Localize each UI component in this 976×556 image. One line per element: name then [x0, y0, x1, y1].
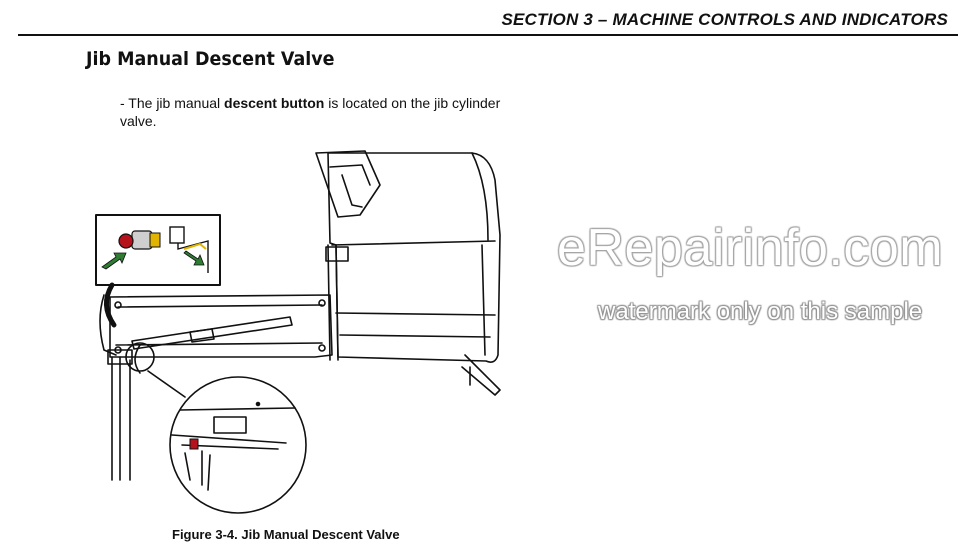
body-text-bold: descent button	[224, 95, 325, 111]
release-arrow-icon	[183, 250, 205, 266]
header-rule	[18, 34, 958, 36]
watermark-sub: watermark only on this sample	[598, 298, 923, 325]
valve-icon	[118, 230, 161, 250]
basket-frame	[327, 152, 501, 363]
zoom-circle	[169, 376, 307, 514]
jib-boom	[109, 294, 333, 358]
lever-icon	[169, 226, 209, 273]
control-console	[315, 150, 381, 218]
jib-diagram	[95, 150, 501, 514]
watermark-main: eRepairinfo.com	[557, 219, 944, 277]
section-header: SECTION 3 – MACHINE CONTROLS AND INDICAT…	[501, 10, 948, 29]
figure-caption: Figure 3-4. Jib Manual Descent Valve	[172, 527, 400, 542]
page-title: Jib Manual Descent Valve	[86, 48, 335, 70]
body-text: - The jib manual descent button is locat…	[120, 94, 530, 130]
jib-cylinder	[131, 316, 293, 350]
push-arrow-icon	[101, 252, 127, 270]
body-text-suffix: is located on the jib cylinder valve.	[120, 95, 501, 129]
inset-box	[95, 214, 221, 286]
body-text-prefix: - The jib manual	[120, 95, 225, 111]
